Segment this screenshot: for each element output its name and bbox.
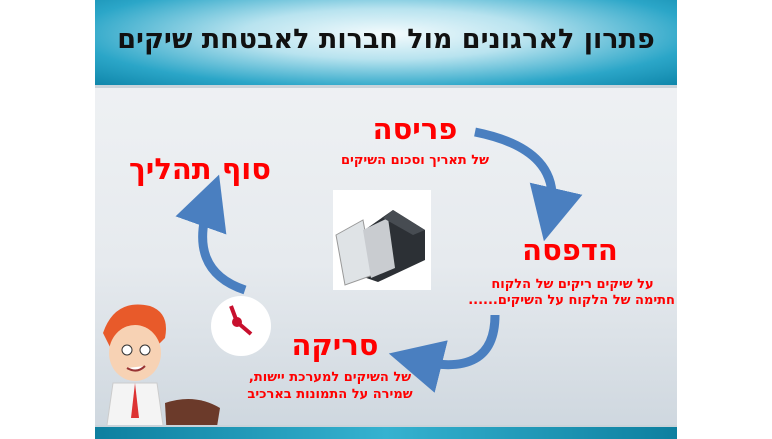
step-scan-text-2: שמירה על התמונות בארכיב	[247, 387, 413, 402]
cycle-arrows	[175, 127, 583, 393]
header-banner: פתרון לארגונים מול חברות לאבטחת שיקים	[95, 0, 677, 88]
step-scan-text-1: של השיקים למערכת יישות,	[248, 370, 412, 385]
step-capture-text: של תאריך וסכום השיקים	[340, 153, 490, 168]
step-print-heading: הדפסה	[522, 233, 618, 267]
step-scan-heading: סריקה	[291, 328, 379, 362]
check-scanner-image	[333, 190, 431, 290]
step-print-text-2: חתימה של הלקוח על השיקים......	[468, 293, 675, 308]
slide-title: פתרון לארגונים מול חברות לאבטחת שיקים	[117, 24, 655, 55]
cartoon-character	[95, 298, 225, 439]
slide: פתרון לארגונים מול חברות לאבטחת שיקים פר…	[95, 0, 677, 439]
arrow-capture-to-print	[474, 127, 583, 242]
step-print-text-1: על שיקים ריקים של הלקוח	[491, 277, 654, 292]
arrow-scan-to-end	[175, 174, 247, 295]
footer-band	[95, 425, 677, 439]
step-end-heading: סוף תהליך	[129, 152, 271, 186]
step-capture-heading: פריסה	[372, 112, 458, 146]
arrow-print-to-scan	[388, 314, 500, 393]
clock-icon	[211, 296, 271, 356]
